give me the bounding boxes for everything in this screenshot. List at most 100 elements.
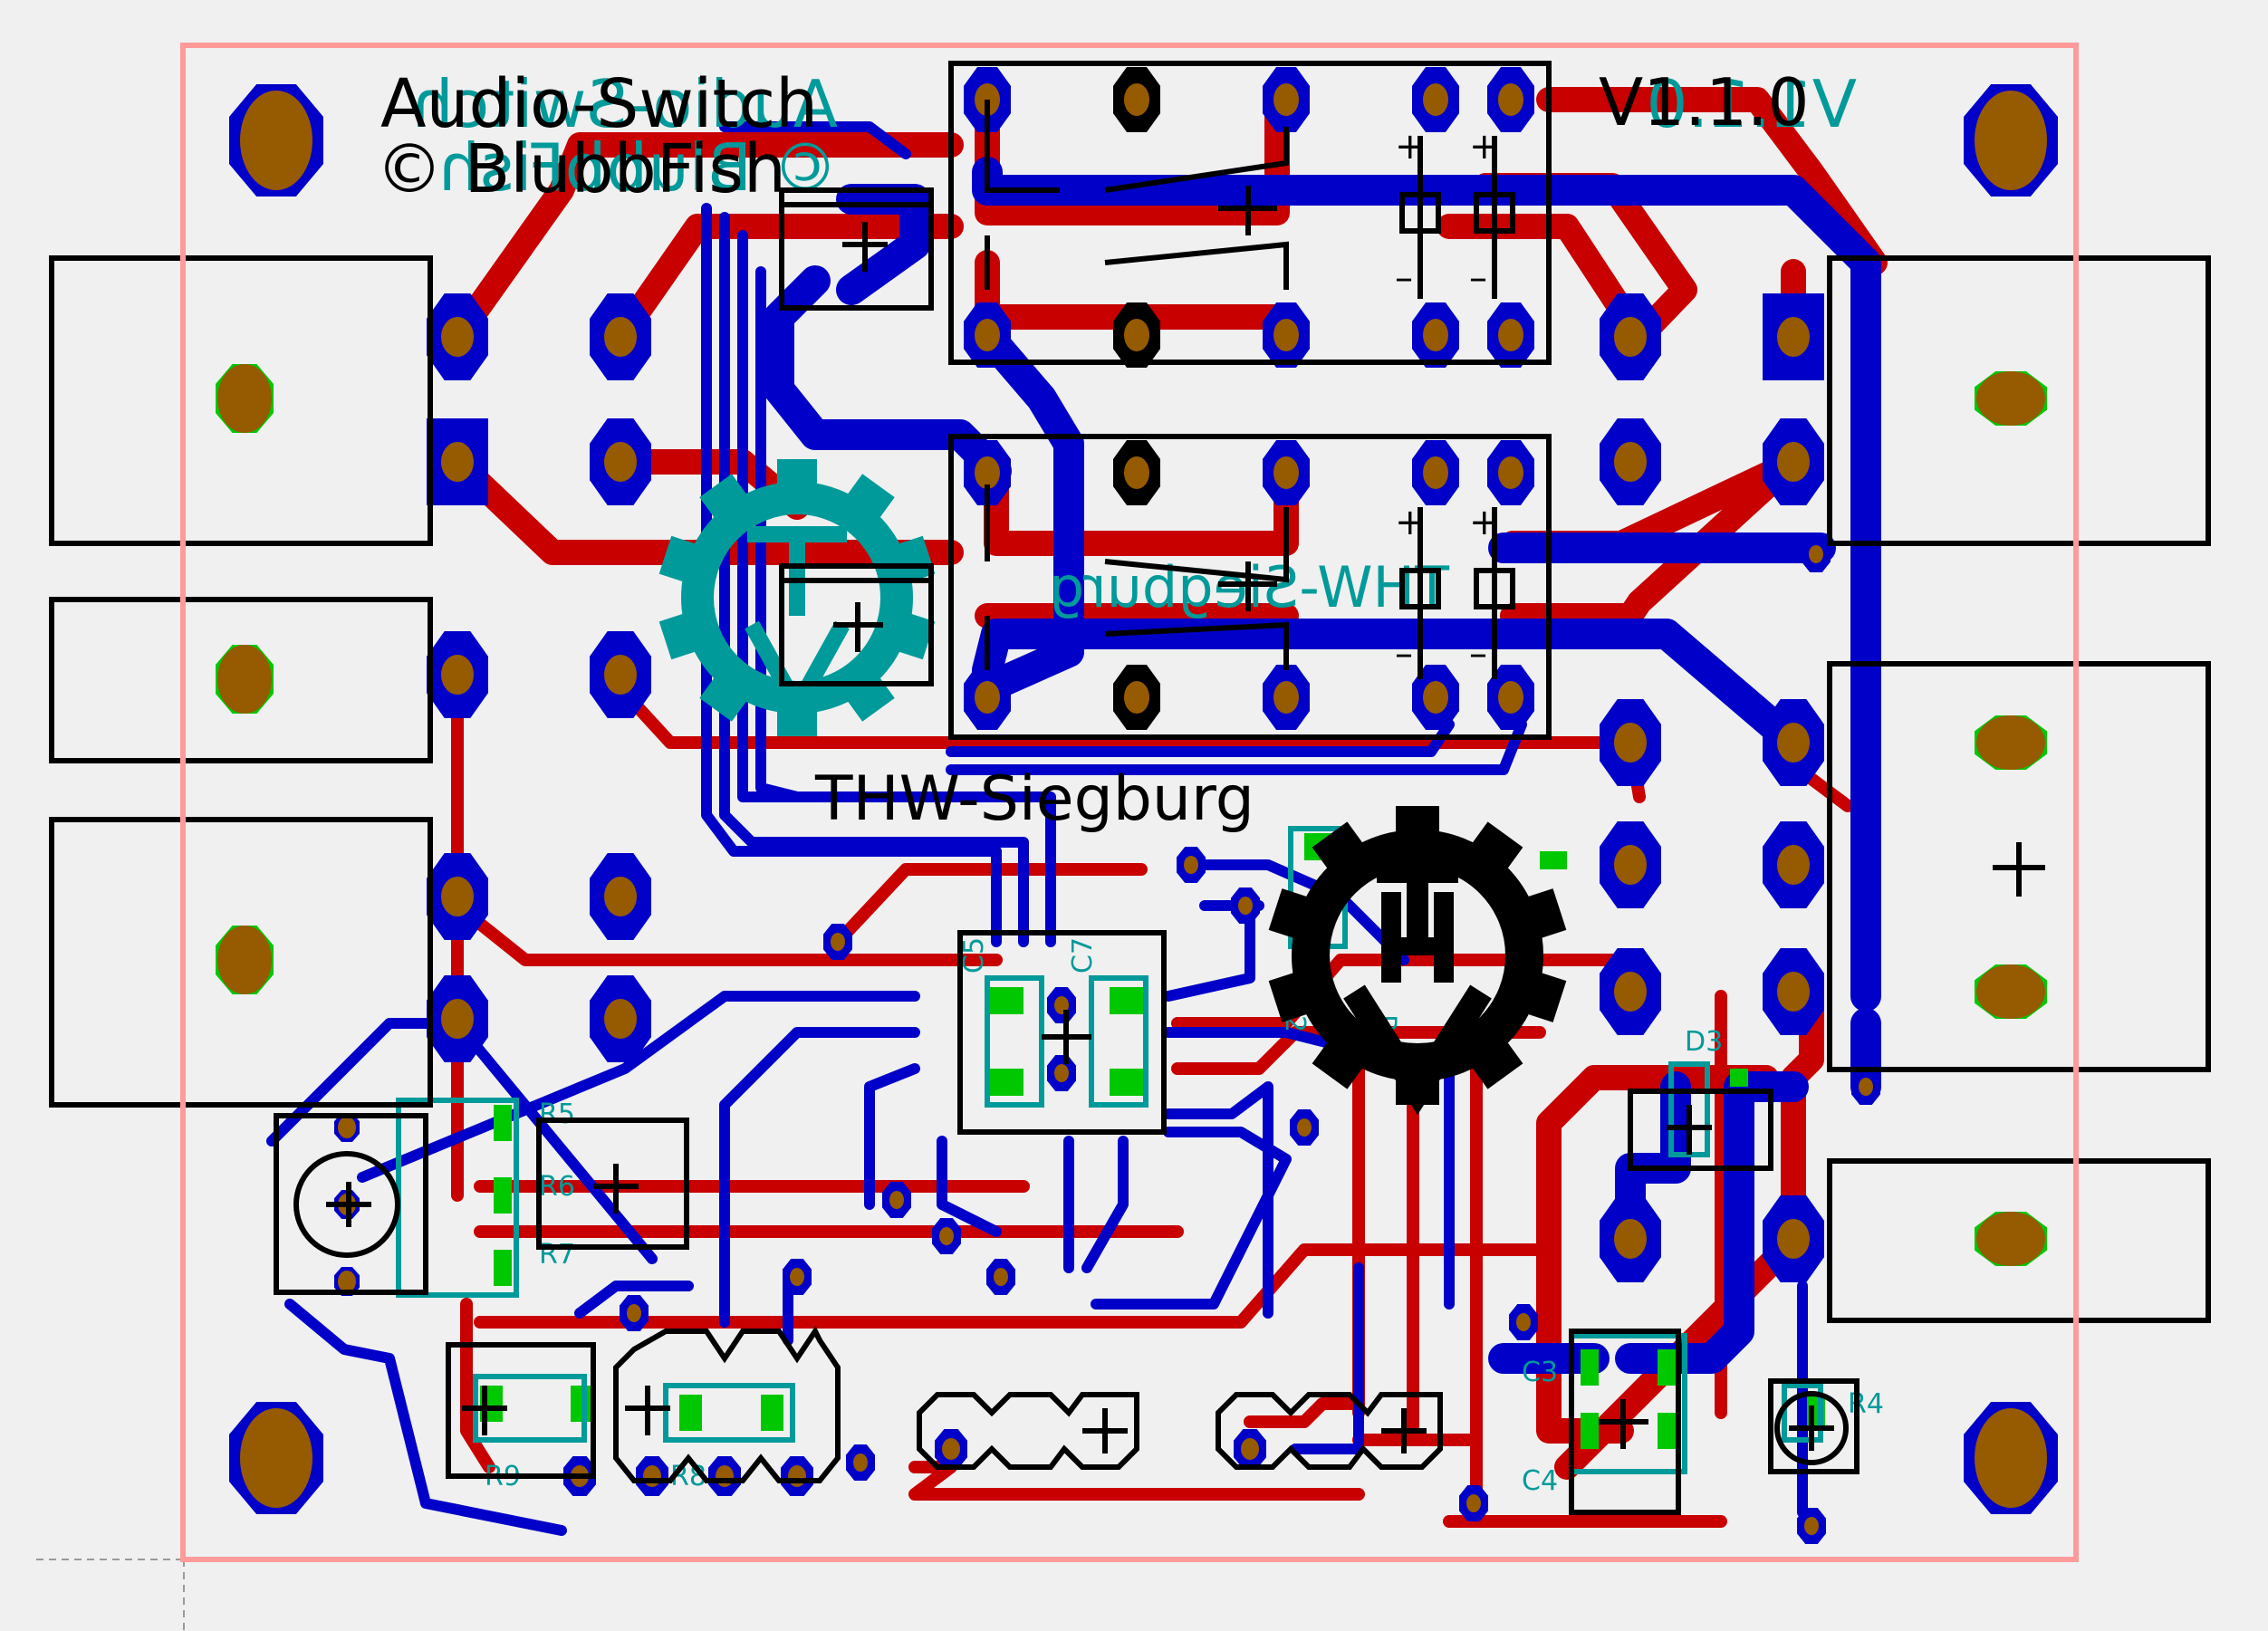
c5-outline xyxy=(985,975,1044,1108)
gear-tooth xyxy=(879,535,936,589)
header-pin xyxy=(636,1456,668,1496)
bottom-gear-logo-icon xyxy=(658,459,936,736)
top-trace xyxy=(1536,87,1888,275)
header-pad xyxy=(1600,821,1661,908)
bottom-version: V1.1.0 xyxy=(1647,66,1857,142)
svg-text:–: – xyxy=(1395,633,1413,675)
gear-tooth xyxy=(1268,964,1334,1022)
relay-pad xyxy=(1412,67,1459,132)
top-silkscreen xyxy=(49,61,2211,1515)
gear-tooth xyxy=(835,474,895,534)
pot-pad xyxy=(334,1267,360,1296)
transistor-outline xyxy=(536,1118,689,1250)
smd-pad xyxy=(1658,1349,1676,1386)
connector-pad xyxy=(1975,964,2047,1019)
bottom-trace xyxy=(719,121,911,159)
relay-pad xyxy=(1412,665,1459,730)
bottom-trace xyxy=(574,1281,694,1319)
header-pad xyxy=(1600,418,1661,505)
smd-pad xyxy=(1581,1349,1599,1386)
svg-text:+: + xyxy=(1395,126,1426,168)
header-pad xyxy=(427,631,488,718)
smd-pad xyxy=(1110,987,1146,1014)
via xyxy=(1231,887,1260,924)
top-trace xyxy=(1500,449,1806,628)
right-connector-2-outline xyxy=(1827,661,2211,1072)
header-pad xyxy=(1763,293,1824,380)
svg-text:–: – xyxy=(1469,257,1487,299)
relay-pad xyxy=(964,302,1011,368)
right-connector-1-outline xyxy=(1827,255,2211,546)
r4-outline xyxy=(1782,1383,1823,1443)
svg-text:+: + xyxy=(1395,502,1426,543)
gear-tooth xyxy=(699,661,759,722)
top-trace xyxy=(1244,1397,1365,1428)
c7-outline xyxy=(1089,975,1148,1108)
smd-pad xyxy=(494,1250,512,1286)
top-trace xyxy=(831,863,1148,948)
designator-r4: R4 xyxy=(1848,1388,1884,1420)
main-ic-outline xyxy=(957,930,1167,1135)
header-pad xyxy=(590,975,651,1062)
smd-pad xyxy=(494,1177,512,1214)
bottom-trace xyxy=(1181,859,1409,965)
relay-pad xyxy=(1487,302,1534,368)
gear-tooth xyxy=(1456,821,1523,892)
gear-tooth xyxy=(1268,888,1334,947)
svg-text:–: – xyxy=(1469,633,1487,675)
via xyxy=(986,1259,1015,1295)
bottom-silkscreen: Audio-Switch © BlubbFish V1.1.0 THW-Sieg… xyxy=(396,66,1884,1497)
header-pad xyxy=(427,853,488,940)
smd-pad xyxy=(1730,1069,1748,1087)
bottom-trace xyxy=(1163,900,1255,1002)
gear-tooth xyxy=(1312,821,1379,892)
relay-2-outline xyxy=(948,434,1552,740)
connector-pad xyxy=(1975,1212,2047,1266)
bottom-trace xyxy=(1290,1262,1364,1454)
top-trace xyxy=(1781,983,1824,1253)
header-pad xyxy=(590,293,651,380)
bottom-trace xyxy=(864,1063,920,1210)
header-pad xyxy=(590,418,651,505)
designator-d3: D3 xyxy=(1685,1026,1723,1058)
bottom-trace xyxy=(755,266,802,802)
relay-pad xyxy=(1113,665,1160,730)
header-pad xyxy=(1763,699,1824,786)
gear-tooth xyxy=(1501,888,1567,947)
smd-pad xyxy=(1658,1413,1676,1449)
designator-c4: C4 xyxy=(1522,1465,1558,1497)
designator-c3: C3 xyxy=(1522,1357,1558,1388)
top-trace xyxy=(445,449,964,565)
header-pad xyxy=(1600,948,1661,1035)
d3-outline-top xyxy=(1628,1089,1773,1171)
left-connector-1-outline xyxy=(49,255,433,546)
via xyxy=(932,1218,961,1254)
bottom-trace xyxy=(937,1136,1002,1237)
board-org-label: THW-Siegburg xyxy=(814,763,1254,835)
r8-outline xyxy=(663,1383,795,1443)
via xyxy=(1797,1508,1826,1544)
bottom-trace xyxy=(946,719,1455,757)
gear-tooth xyxy=(777,459,817,504)
smd-pad xyxy=(679,1395,702,1431)
header-2-outline xyxy=(1216,1392,1443,1470)
connector-pad xyxy=(216,364,274,433)
via xyxy=(846,1444,875,1481)
via xyxy=(620,1295,649,1331)
designator-c5: C5 xyxy=(958,937,990,974)
bottom-trace xyxy=(764,265,1012,486)
mounting-hole xyxy=(1964,1402,2058,1514)
top-trace xyxy=(908,1461,1365,1501)
board-title: Audio-Switch xyxy=(380,65,818,143)
header-pad xyxy=(590,853,651,940)
bottom-trace xyxy=(1081,1136,1129,1273)
bottom-title-line2: © BlubbFish xyxy=(438,130,838,206)
via xyxy=(882,1182,911,1218)
board-outline xyxy=(180,43,2079,1562)
relay-pad xyxy=(1263,440,1310,505)
header-pin xyxy=(781,1456,813,1496)
thw-gear-logo-icon xyxy=(1268,806,1567,1116)
r4-pot-outline xyxy=(1768,1378,1860,1474)
header-pad xyxy=(427,418,488,505)
connector-pad xyxy=(1975,715,2047,770)
